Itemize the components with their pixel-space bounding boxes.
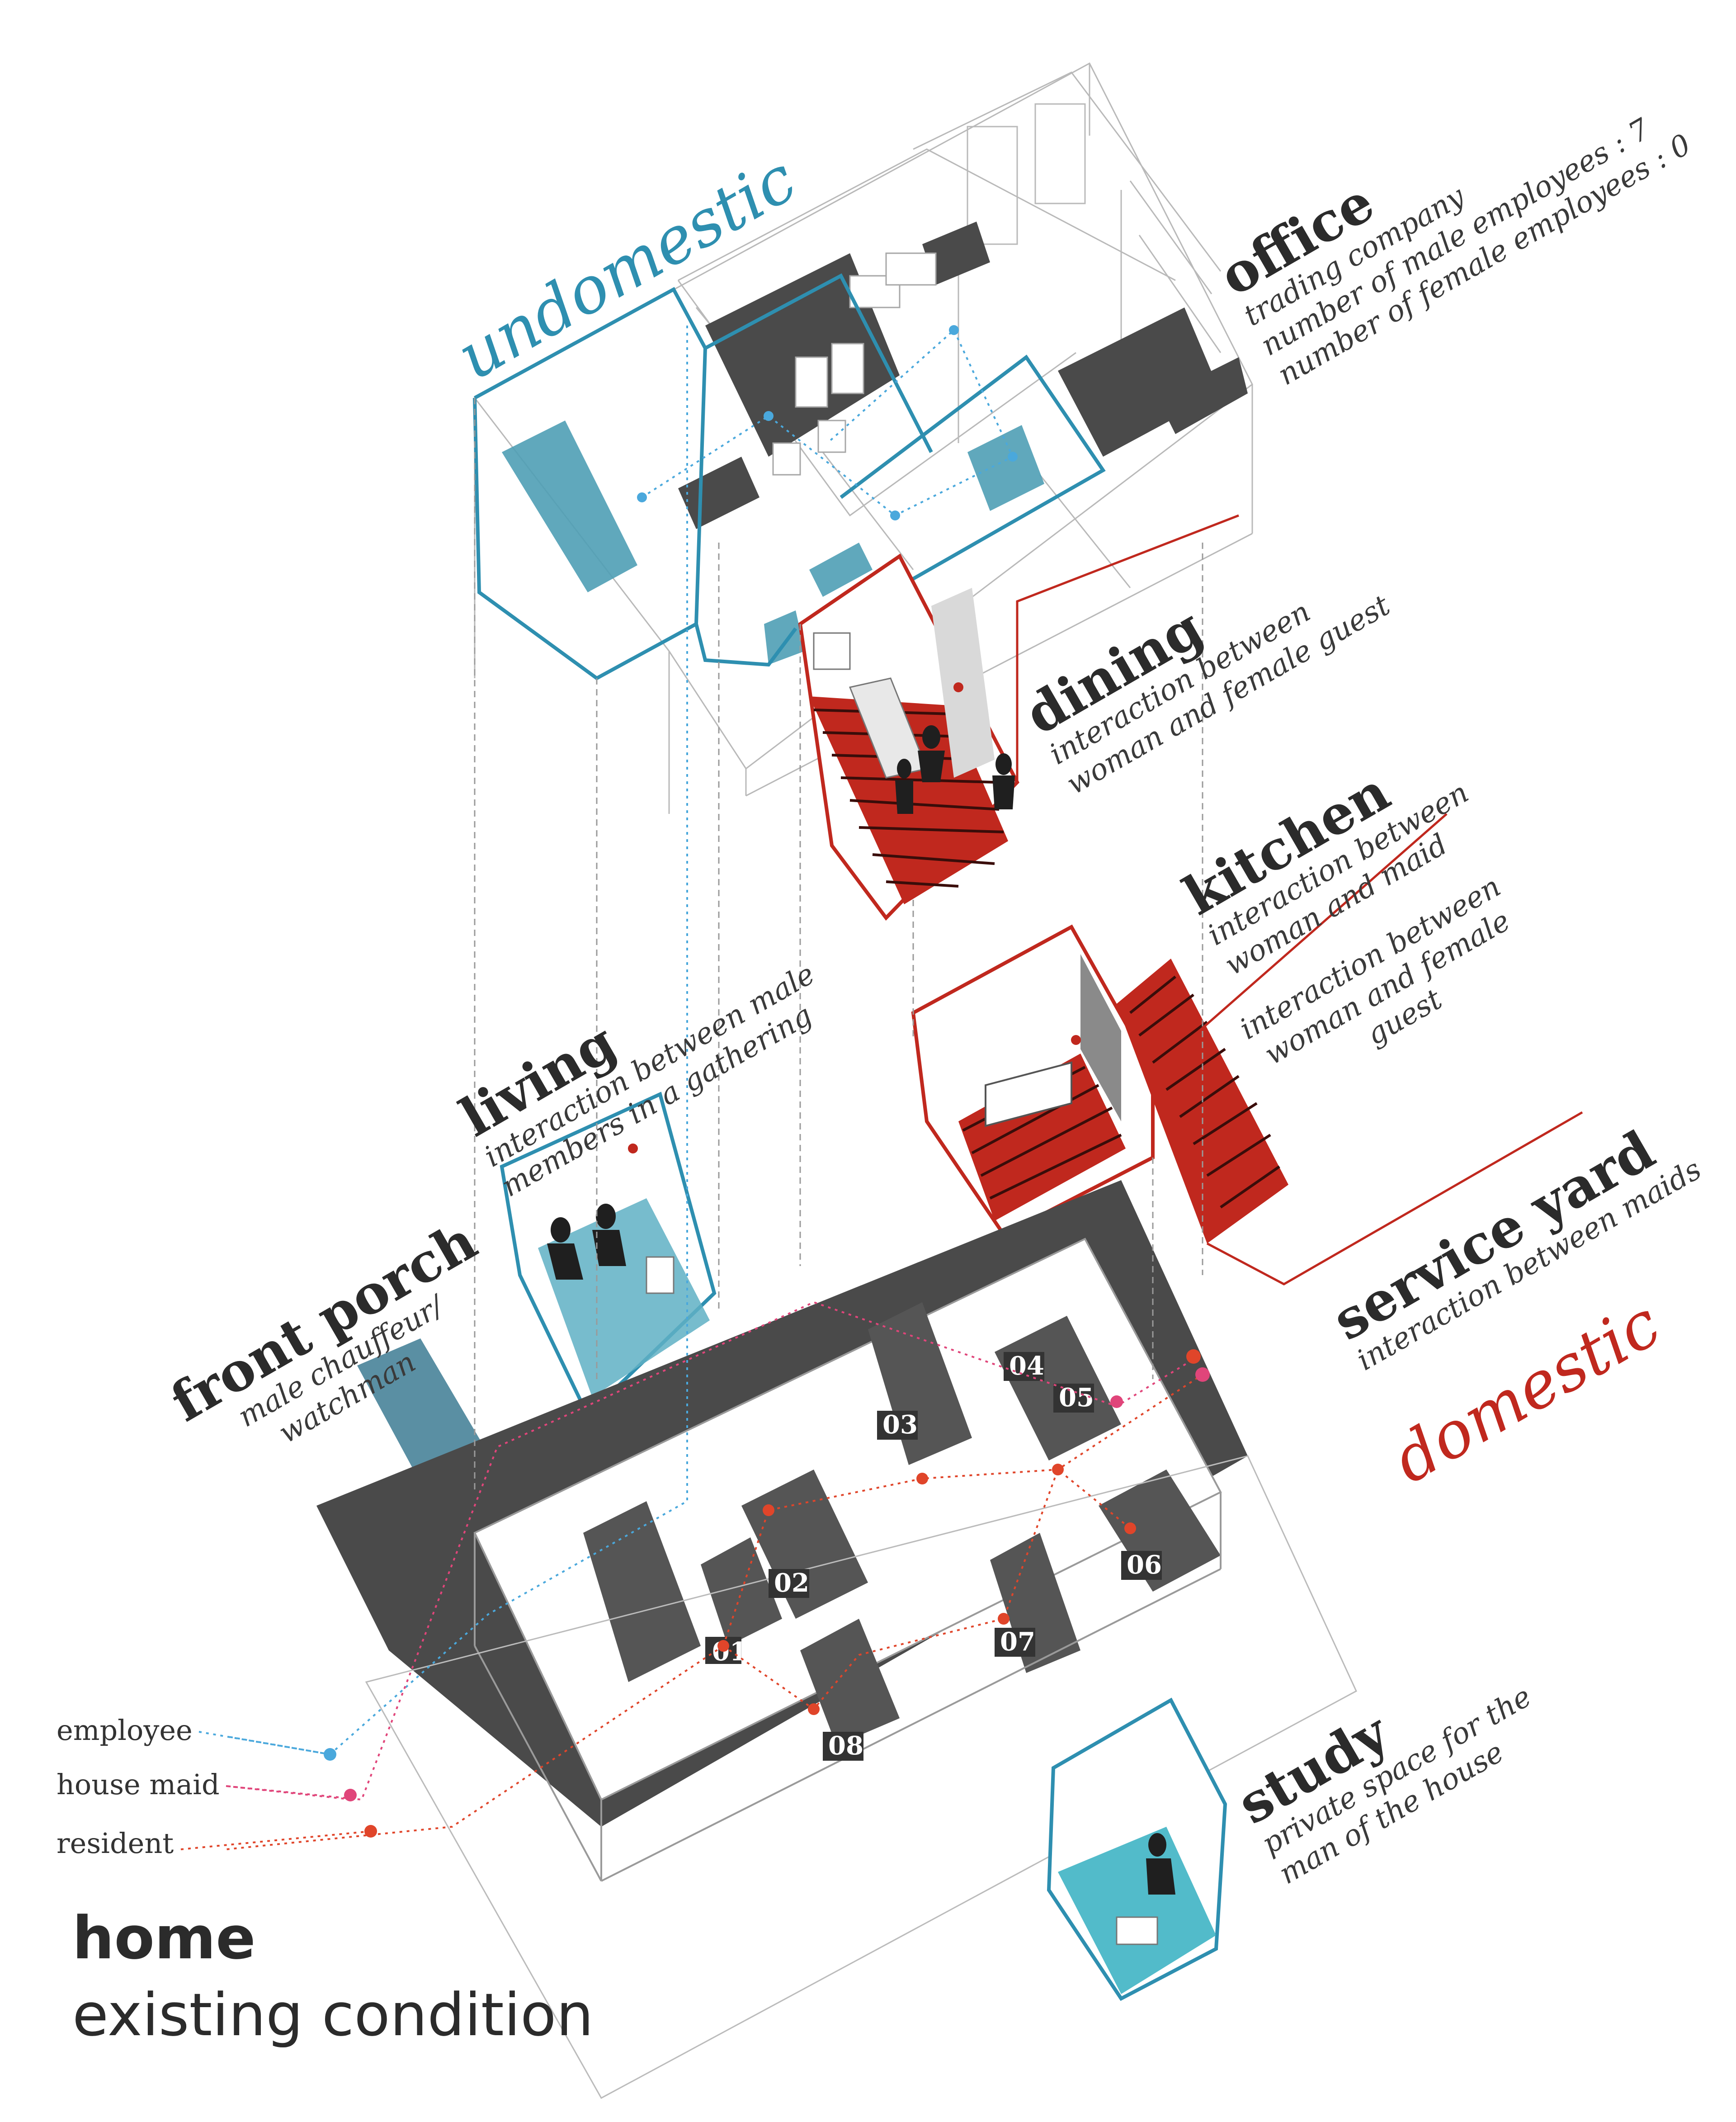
page-subtitle: existing condition [72, 1980, 594, 2049]
room-05: 05 [1059, 1383, 1094, 1413]
legend-house-maid: house maid [57, 1768, 220, 1801]
legend-lines [180, 1731, 371, 1850]
room-labels: 01 02 03 04 05 06 07 08 [705, 1351, 1162, 1761]
room-04: 04 [1009, 1351, 1044, 1381]
legend-employee: employee [57, 1714, 193, 1747]
projection-lines [474, 398, 1203, 1492]
room-06: 06 [1127, 1550, 1162, 1580]
domestic-leaders [1016, 514, 1583, 1285]
circulation-paths [226, 326, 1203, 1850]
undomestic-outline [473, 273, 1106, 681]
legend-dot-resident [364, 1825, 377, 1838]
room-03: 03 [882, 1410, 918, 1440]
office-furniture [772, 252, 937, 476]
dining-people [895, 725, 1015, 814]
legend-dot-house-maid [344, 1789, 357, 1801]
circulation-nodes [628, 325, 1210, 1715]
living-box [500, 1092, 717, 1418]
room-07: 07 [1000, 1627, 1035, 1657]
room-02: 02 [774, 1568, 809, 1598]
dining-box [798, 553, 1019, 921]
page-title: home [72, 1904, 256, 1972]
room-01: 01 [712, 1637, 747, 1667]
study-box [1047, 1697, 1227, 2001]
legend-dot-employee [324, 1748, 336, 1761]
office-teal-rooms [502, 421, 1044, 665]
legend-resident: resident [57, 1827, 174, 1860]
room-08: 08 [828, 1731, 863, 1761]
